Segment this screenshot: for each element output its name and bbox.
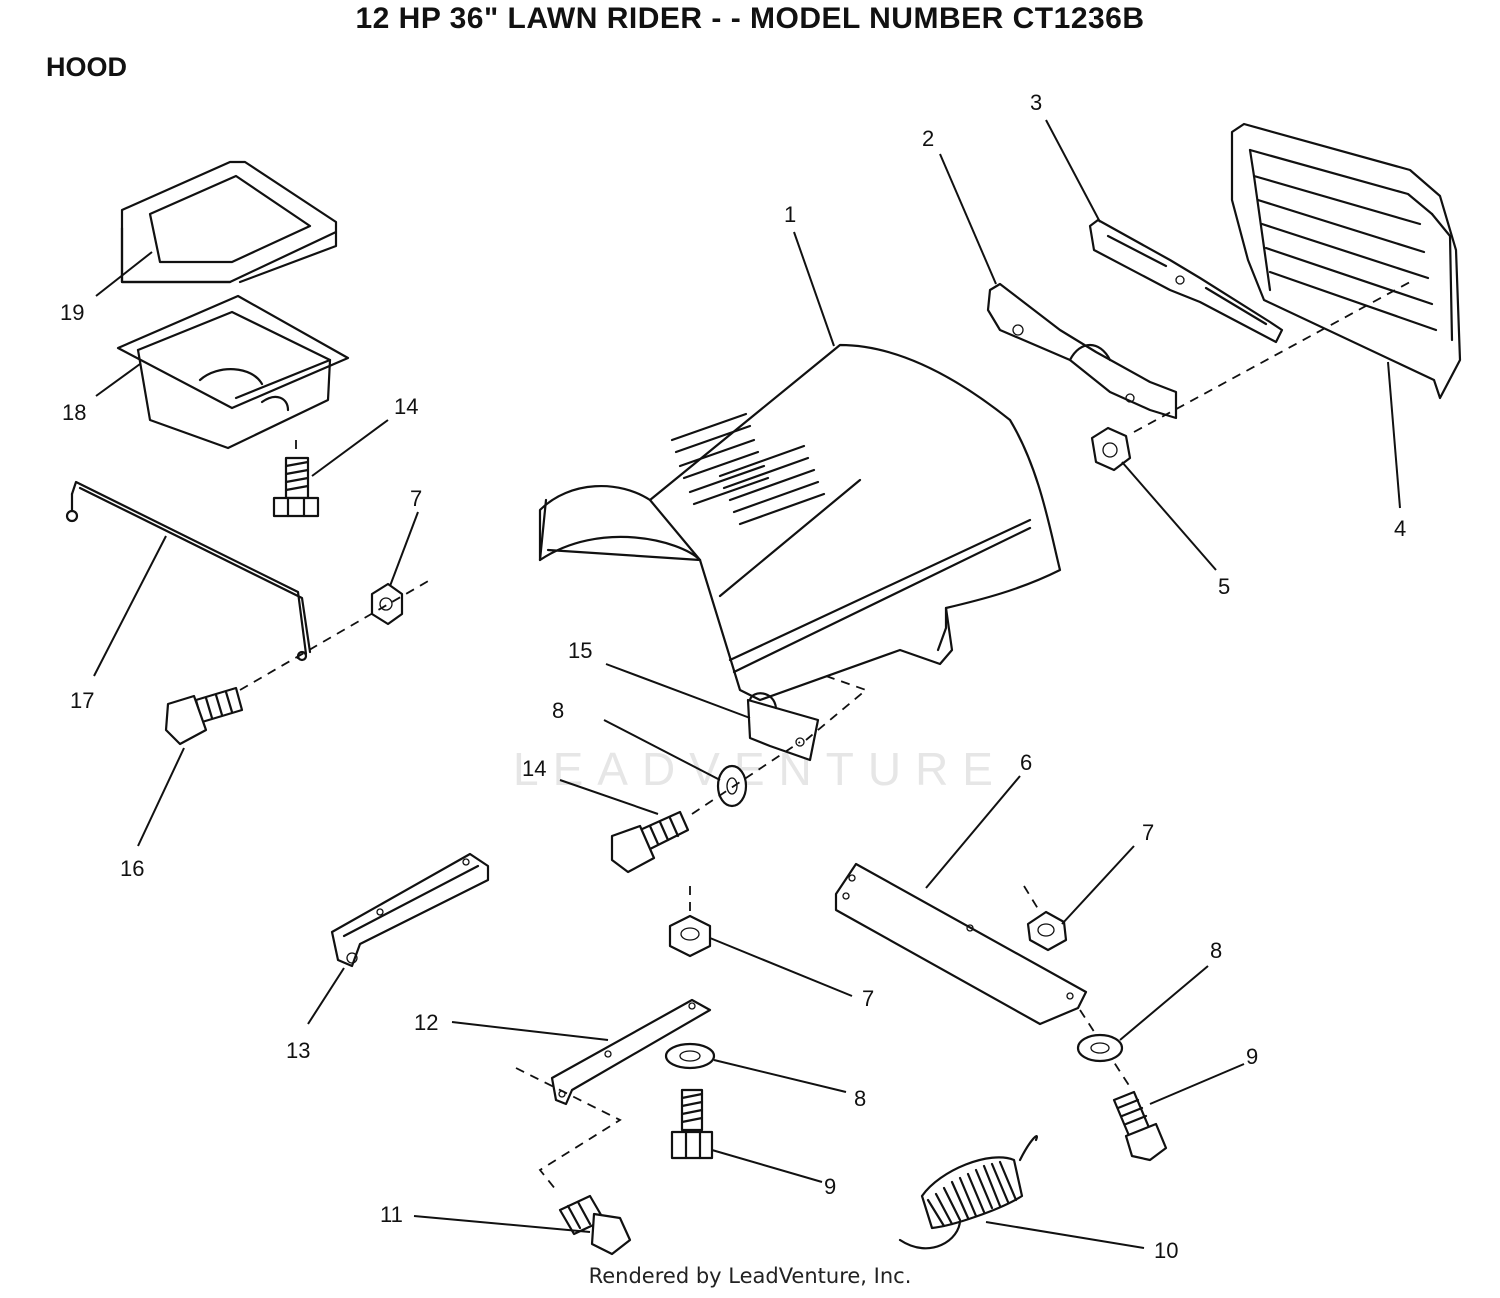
callout-7c: 7 — [862, 986, 874, 1011]
part-7-nut-left[interactable] — [370, 582, 404, 626]
callout-6: 6 — [1020, 750, 1032, 775]
part-15-bracket[interactable] — [746, 692, 820, 762]
part-8-washer-upper[interactable] — [716, 764, 748, 808]
callout-10: 10 — [1154, 1238, 1178, 1263]
callout-16: 16 — [120, 856, 144, 881]
diagram-title: 12 HP 36" LAWN RIDER - - MODEL NUMBER CT… — [355, 2, 1145, 35]
part-6-plate[interactable] — [834, 862, 1088, 1026]
part-8-washer-right[interactable] — [1076, 1033, 1124, 1063]
callout-15: 15 — [568, 638, 592, 663]
part-19-cushion[interactable] — [120, 160, 338, 284]
part-9-bolt-right[interactable] — [1112, 1090, 1168, 1162]
part-3-hinge[interactable] — [1088, 218, 1284, 344]
callout-8c: 8 — [854, 1086, 866, 1111]
callout-17: 17 — [70, 688, 94, 713]
callout-7b: 7 — [1142, 820, 1154, 845]
part-7-nut-center[interactable] — [668, 914, 712, 958]
callout-11: 11 — [380, 1202, 403, 1227]
footer-credit: Rendered by LeadVenture, Inc. — [588, 1264, 912, 1288]
part-16-bolt[interactable] — [164, 686, 244, 746]
leader-lines — [93, 119, 1401, 1249]
callout-1: 1 — [784, 202, 796, 227]
watermark-logo: LEADVENTURE — [513, 743, 1007, 795]
part-13-bar[interactable] — [330, 852, 490, 968]
part-9-bolt-center[interactable] — [670, 1088, 714, 1160]
section-label: HOOD — [46, 52, 127, 82]
part-4-grille[interactable] — [1230, 122, 1462, 400]
callout-18: 18 — [62, 400, 86, 425]
callout-5: 5 — [1218, 574, 1230, 599]
part-7-nut-right[interactable] — [1026, 910, 1068, 952]
callout-4: 4 — [1394, 516, 1406, 541]
part-8-washer-center[interactable] — [664, 1042, 716, 1070]
callout-19: 19 — [60, 300, 84, 325]
callout-13: 13 — [286, 1038, 310, 1063]
part-17-rod[interactable] — [65, 480, 312, 662]
callout-14b: 14 — [522, 756, 546, 781]
callout-8a: 8 — [552, 698, 564, 723]
part-11-bolt[interactable] — [558, 1194, 632, 1256]
callout-14a: 14 — [394, 394, 418, 419]
callout-numbers: 1 2 3 4 5 6 7 7 7 8 8 8 9 9 10 11 12 13 … — [60, 90, 1406, 1263]
callout-3: 3 — [1030, 90, 1042, 115]
part-14-bolt-lower[interactable] — [610, 810, 690, 874]
part-14-bolt-upper[interactable] — [272, 456, 320, 518]
callout-9b: 9 — [824, 1174, 836, 1199]
part-1-hood[interactable] — [538, 343, 1062, 702]
callout-7a: 7 — [410, 486, 422, 511]
part-5-nut[interactable] — [1090, 426, 1132, 472]
part-10-spring[interactable] — [898, 1134, 1038, 1250]
callout-12: 12 — [414, 1010, 438, 1035]
callout-8b: 8 — [1210, 938, 1222, 963]
callout-9a: 9 — [1246, 1044, 1258, 1069]
callout-2: 2 — [922, 126, 934, 151]
part-2-hinge[interactable] — [986, 282, 1178, 420]
part-18-tray[interactable] — [116, 294, 350, 450]
